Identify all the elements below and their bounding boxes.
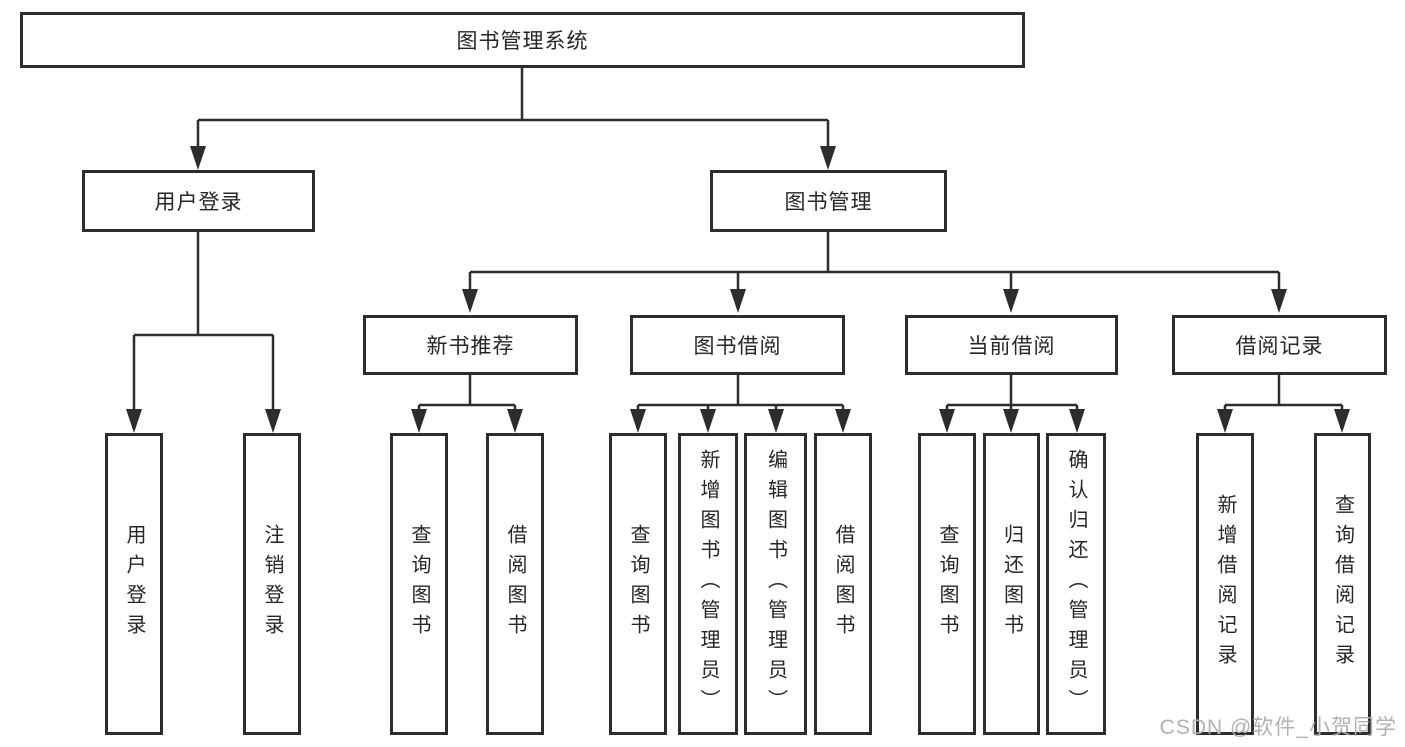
leaf-label: 归还图书: [1000, 524, 1023, 644]
node-book-borrow: 图书借阅: [630, 315, 845, 375]
leaf-label: 查询借阅记录: [1331, 494, 1354, 674]
node-new-book-recommend-label: 新书推荐: [426, 335, 515, 358]
leaf-label: 查询图书: [627, 524, 649, 644]
leaf-label: 用户登录: [123, 524, 145, 644]
node-root: 图书管理系统: [20, 12, 1025, 68]
arrowheads-records: [1217, 409, 1350, 433]
leaf-label: 新增图书（管理员）: [697, 449, 719, 719]
connector-bookmgmt-to-level3: [468, 232, 1281, 291]
node-user-login: 用户登录: [82, 170, 315, 232]
leaf-label: 借阅图书: [832, 524, 854, 644]
node-new-book-recommend: 新书推荐: [363, 315, 578, 375]
node-borrow-records-label: 借阅记录: [1235, 335, 1324, 358]
node-book-management: 图书管理: [710, 170, 947, 232]
node-leaf-confirm-return-admin: 确认归还（管理员）: [1046, 433, 1106, 735]
leaf-label: 查询图书: [408, 524, 430, 644]
connector-currentborrow-to-leaves: [945, 375, 1079, 410]
node-current-borrow: 当前借阅: [905, 315, 1118, 375]
connector-root-to-level2: [196, 67, 830, 148]
leaf-label: 注销登录: [261, 524, 283, 644]
arrowheads-newbooks: [411, 409, 523, 433]
leaf-label: 查询图书: [936, 524, 958, 644]
node-leaf-query-borrow-record: 查询借阅记录: [1314, 433, 1371, 735]
node-leaf-add-borrow-record: 新增借阅记录: [1196, 433, 1254, 735]
arrowheads-currentborrow: [939, 409, 1085, 433]
node-book-management-label: 图书管理: [784, 191, 873, 214]
node-leaf-logout: 注销登录: [243, 433, 301, 735]
leaf-label: 编辑图书（管理员）: [764, 449, 787, 719]
node-leaf-borrow-books-2: 借阅图书: [814, 433, 872, 735]
node-leaf-user-login: 用户登录: [105, 433, 163, 735]
node-leaf-query-books-2: 查询图书: [609, 433, 667, 735]
node-leaf-query-books-3: 查询图书: [918, 433, 976, 735]
leaf-label: 借阅图书: [504, 524, 526, 644]
arrowheads-level3: [462, 289, 1287, 313]
connector-newbooks-to-leaves: [417, 375, 517, 410]
connector-records-to-leaves: [1223, 375, 1344, 410]
leaf-label: 新增借阅记录: [1214, 494, 1236, 674]
node-leaf-edit-books-admin: 编辑图书（管理员）: [744, 433, 807, 735]
node-book-borrow-label: 图书借阅: [693, 335, 782, 358]
node-leaf-query-books-1: 查询图书: [390, 433, 448, 735]
node-leaf-return-books: 归还图书: [983, 433, 1040, 735]
node-user-login-label: 用户登录: [154, 191, 243, 214]
leaf-label: 确认归还（管理员）: [1065, 449, 1087, 719]
connector-userlogin-to-leaves: [132, 232, 275, 410]
node-root-label: 图书管理系统: [456, 30, 589, 53]
arrowheads-userlogin: [126, 409, 281, 433]
arrowheads-bookborrow: [630, 409, 851, 433]
node-borrow-records: 借阅记录: [1172, 315, 1387, 375]
node-current-borrow-label: 当前借阅: [967, 335, 1056, 358]
arrowheads-level2: [190, 146, 836, 170]
connector-bookborrow-to-leaves: [636, 375, 845, 410]
node-leaf-add-books-admin: 新增图书（管理员）: [678, 433, 738, 735]
node-leaf-borrow-books-1: 借阅图书: [486, 433, 544, 735]
